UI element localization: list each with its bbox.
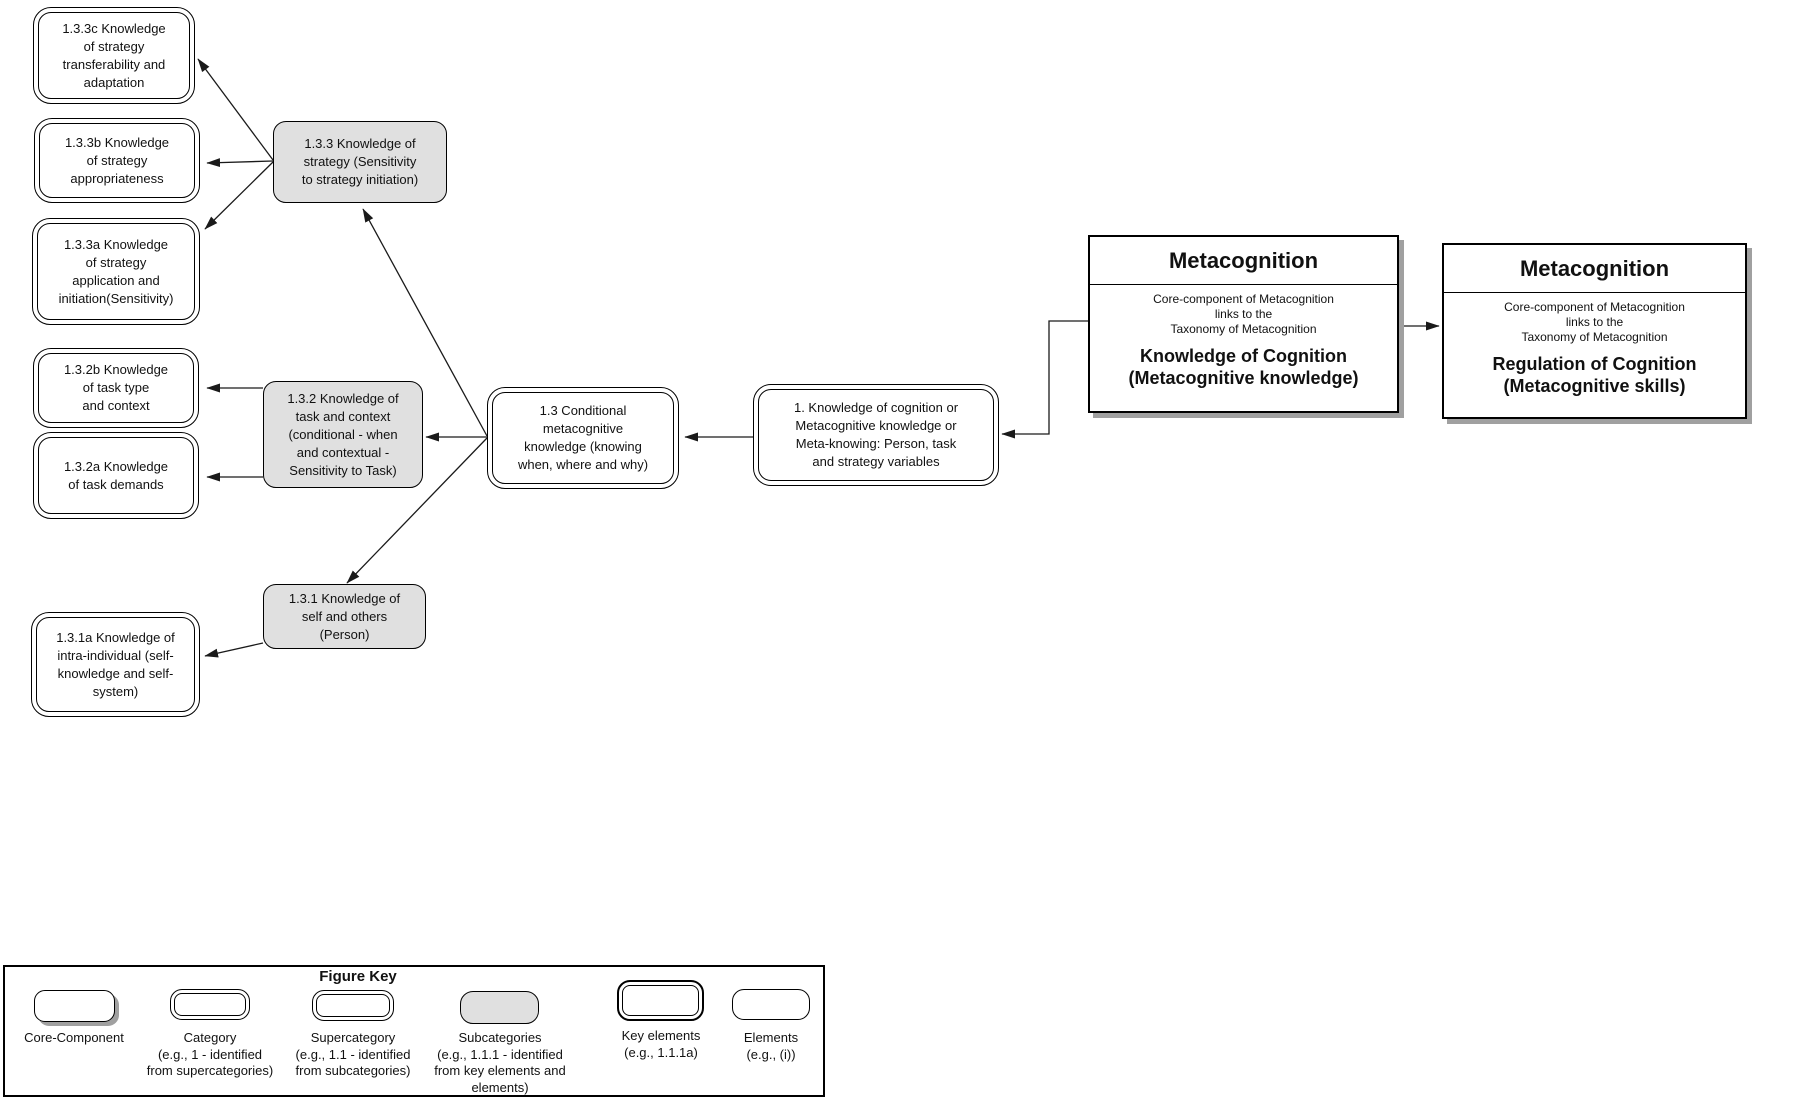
key-element-box-1-3-1a: 1.3.1a Knowledge of intra-individual (se… [31, 612, 200, 717]
arrow-133-to-133c [197, 58, 274, 161]
subcategory-box-1-3-2: 1.3.2 Knowledge of task and context (con… [263, 381, 423, 488]
arrow-133-to-133a [204, 161, 274, 230]
arrow-131-to-131a [204, 642, 264, 658]
supercategory-box-1-3: 1.3 Conditional metacognitive knowledge … [487, 387, 679, 489]
subcategory-box-1-3-1: 1.3.1 Knowledge of self and others (Pers… [263, 584, 426, 649]
regulation-of-cognition-label: Regulation of Cognition (Metacognitive s… [1492, 354, 1697, 396]
key-elements-label: Key elements (e.g., 1.1.1a) [621, 1028, 701, 1060]
figure-key-panel: Figure Key Core-Component Category (e.g.… [3, 965, 825, 1097]
core-component-knowledge-of-cognition: Metacognition Core-component of Metacogn… [1088, 235, 1399, 413]
elements-label: Elements (e.g., (i)) [743, 1030, 799, 1062]
subcategory-box-1-3-3: 1.3.3 Knowledge of strategy (Sensitivity… [273, 121, 447, 203]
key-element-box-1-3-3a: 1.3.3a Knowledge of strategy application… [32, 218, 200, 325]
supercategory-shape [312, 990, 394, 1021]
core-component-shape [34, 990, 115, 1022]
subcategories-label: Subcategories (e.g., 1.1.1 - identified … [434, 1030, 566, 1095]
supercategory-label: Supercategory (e.g., 1.1 - identified fr… [295, 1030, 411, 1078]
subcategories-shape [460, 991, 539, 1024]
metacognition-title: Metacognition [1090, 237, 1397, 285]
arrow-13-to-133 [362, 208, 488, 437]
core-component-regulation-of-cognition: Metacognition Core-component of Metacogn… [1442, 243, 1747, 419]
arrow-13-to-131 [346, 437, 488, 584]
key-element-box-1-3-3b: 1.3.3b Knowledge of strategy appropriate… [34, 118, 200, 203]
arrow-133-to-133b [206, 158, 274, 168]
key-element-box-1-3-3c: 1.3.3c Knowledge of strategy transferabi… [33, 7, 195, 104]
metacognition-subtitle: Core-component of Metacognition links to… [1504, 300, 1685, 344]
metacognition-title: Metacognition [1444, 245, 1745, 293]
knowledge-of-cognition-label: Knowledge of Cognition (Metacognitive kn… [1128, 346, 1359, 388]
category-box-1: 1. Knowledge of cognition or Metacogniti… [753, 384, 999, 486]
figure-key-title: Figure Key [319, 968, 397, 985]
key-element-box-1-3-2b: 1.3.2b Knowledge of task type and contex… [33, 348, 199, 428]
arrow-metacognition-to-1 [1001, 320, 1088, 439]
key-elements-shape [617, 980, 704, 1021]
category-label: Category (e.g., 1 - identified from supe… [146, 1030, 274, 1078]
category-shape [170, 989, 250, 1020]
key-element-box-1-3-2a: 1.3.2a Knowledge of task demands [33, 432, 199, 519]
metacognition-subtitle: Core-component of Metacognition links to… [1153, 292, 1334, 336]
core-component-label: Core-Component [24, 1030, 124, 1045]
elements-shape [732, 989, 810, 1020]
